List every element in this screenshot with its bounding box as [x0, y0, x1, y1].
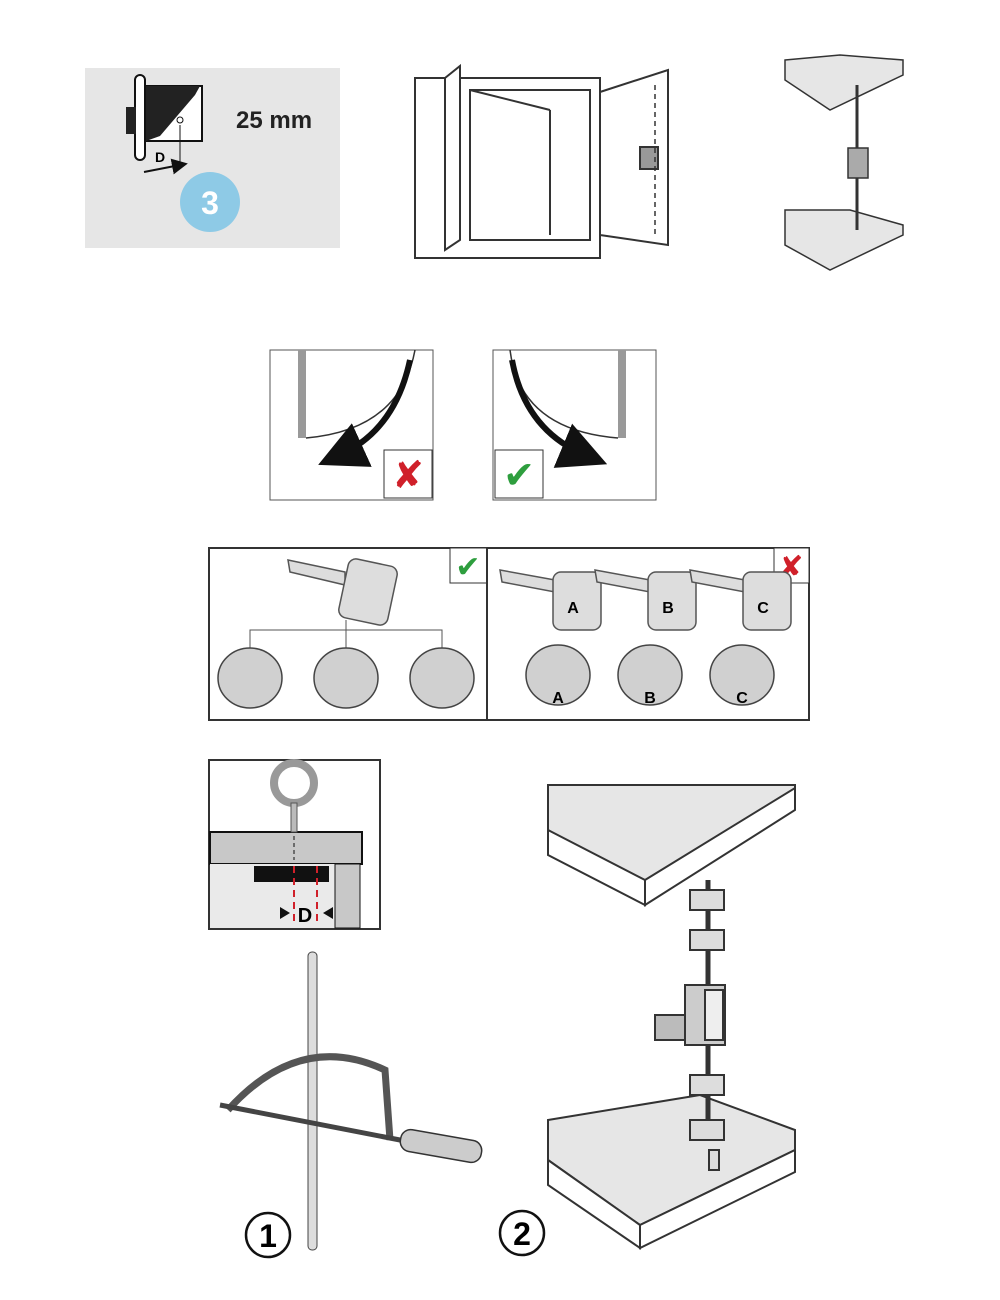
espagnolette-large [547, 784, 796, 1250]
dimension-d-label: D [155, 149, 165, 165]
key-label-c: C [757, 600, 769, 617]
key-b [647, 571, 697, 631]
check-icon: ✔ [503, 455, 535, 497]
key-label-a: A [567, 600, 579, 617]
check-icon: ✔ [455, 551, 480, 584]
cross-icon: ✘ [392, 455, 424, 497]
cylinder-label-a: A [552, 690, 564, 707]
step-badge-number: 3 [201, 185, 219, 221]
lock-backset-panel: D 25 mm 3 [85, 68, 340, 248]
espagnolette-small [784, 54, 904, 271]
step-1-number: 1 [259, 1218, 277, 1254]
cylinder-a [525, 644, 591, 706]
step-1-badge [244, 1211, 292, 1259]
key-a [552, 571, 602, 631]
key [287, 558, 398, 626]
cylinder-c [709, 644, 775, 706]
step-2-number: 2 [513, 1216, 531, 1252]
cylinder [313, 647, 379, 709]
backset-value: 25 mm [236, 107, 312, 134]
cylinder [217, 647, 283, 709]
cylinder [409, 647, 475, 709]
saw-handle [399, 1128, 483, 1164]
cylinder-b [617, 644, 683, 706]
step-2-badge [498, 1209, 546, 1257]
door-swing-wrong: ✘ [269, 349, 434, 501]
keyed-alike-panel: ✔ [208, 547, 488, 721]
measure-detail-panel: D [208, 759, 381, 930]
cylinder-label-c: C [736, 690, 748, 707]
cut-rod-illustration [219, 951, 483, 1251]
cabinet-illustration [414, 63, 669, 259]
mortise-lock-icon: D [126, 74, 203, 175]
door-swing-correct: ✔ [492, 349, 657, 501]
step-badge [180, 172, 240, 232]
cylinder-label-b: B [644, 690, 656, 707]
key-c [742, 571, 792, 631]
keyed-different-panel: ✘ A B C A B C [486, 547, 810, 721]
key-label-b: B [662, 600, 674, 617]
dimension-d-label: D [298, 905, 312, 927]
